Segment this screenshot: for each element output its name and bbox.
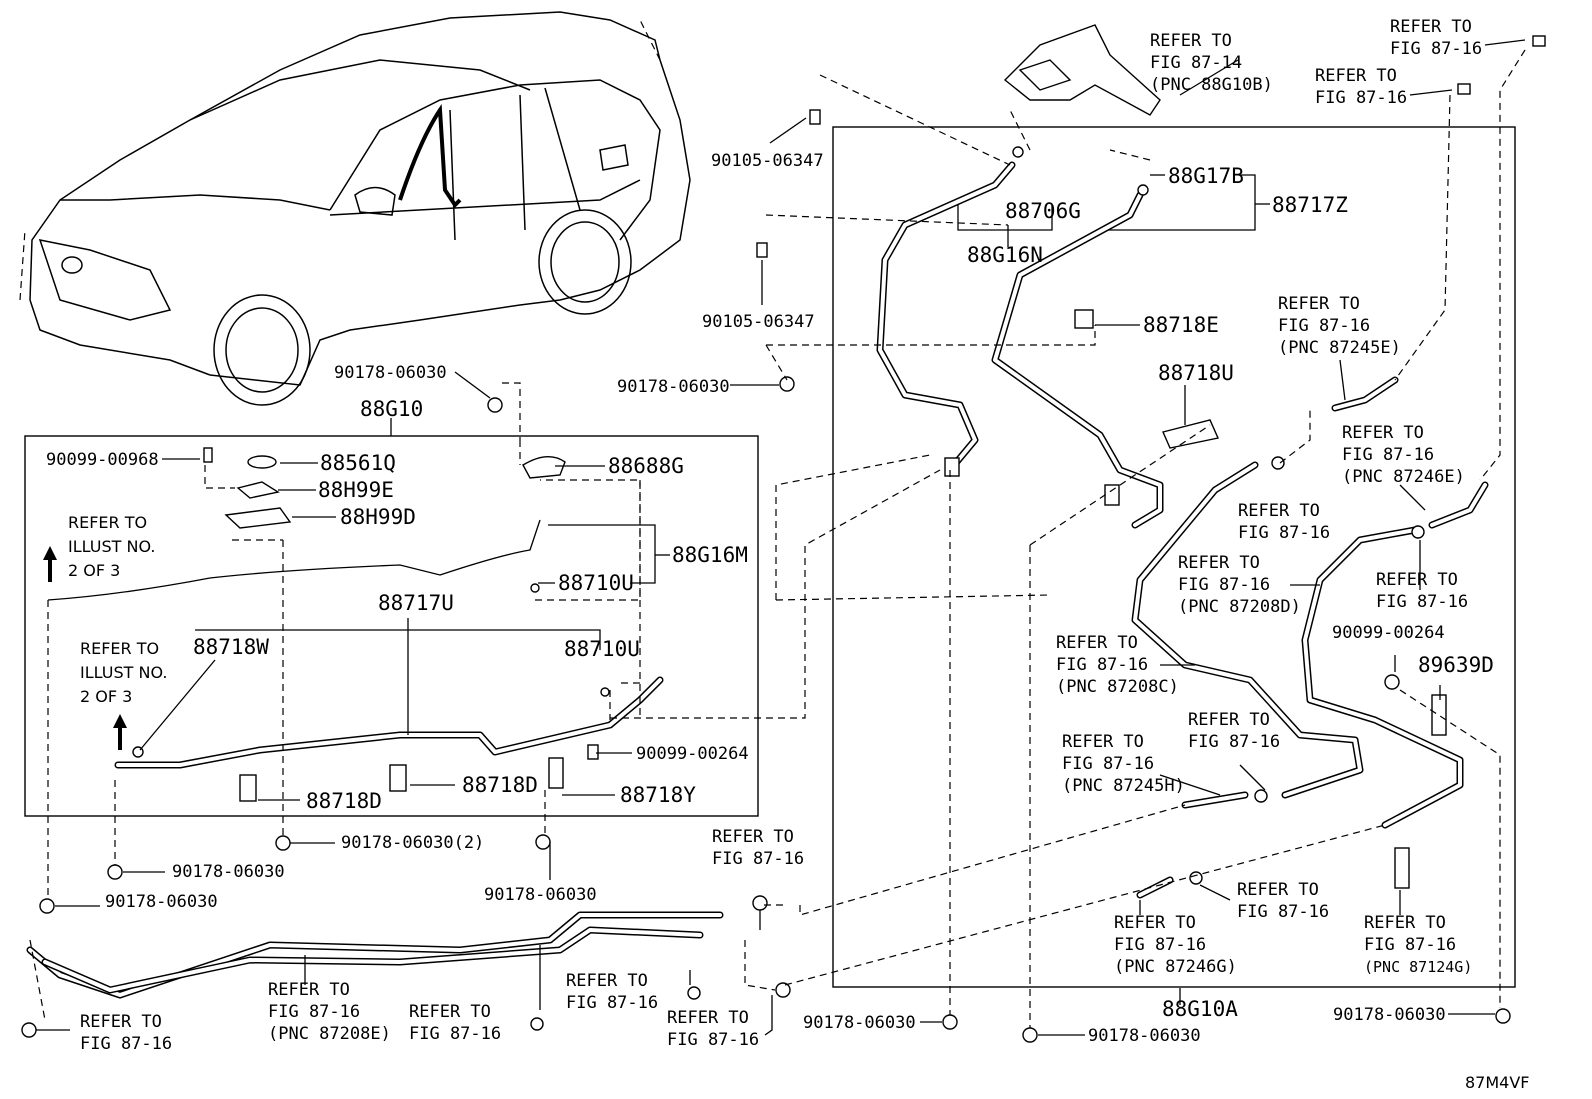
ref-illust1-line3: 2 OF 3 — [68, 561, 120, 580]
ref-87208C-line1: REFER TO — [1056, 633, 1138, 653]
ref-b3-line2: FIG 87-16 — [566, 993, 658, 1013]
ref-87245E-line3: (PNC 87245E) — [1278, 338, 1401, 358]
ref-illust1-line2: ILLUST NO. — [68, 537, 155, 556]
part-labels: 88G10 88G10A 88G16M 88G16N 88706G 88G17B… — [46, 151, 1494, 1046]
ref-tr1-line2: FIG 87-16 — [1390, 39, 1482, 59]
label-88G16M: 88G16M — [672, 543, 748, 567]
label-88706G: 88706G — [1005, 199, 1081, 223]
ref-87124G-line3: (PNC 87124G) — [1364, 958, 1472, 976]
label-88718D-a: 88718D — [306, 789, 382, 813]
ref-illust1-line1: REFER TO — [68, 513, 147, 532]
label-90178-06030-g: 90178-06030 — [803, 1013, 916, 1033]
vehicle-illustration — [19, 11, 691, 406]
label-88G17B: 88G17B — [1168, 164, 1244, 188]
ref-tr1-line1: REFER TO — [1390, 17, 1472, 37]
diagram-code: 87M4VF — [1465, 1073, 1530, 1092]
ref-r4-line1: REFER TO — [1237, 880, 1319, 900]
label-88717U: 88717U — [378, 591, 454, 615]
ref-87246G-line3: (PNC 87246G) — [1114, 957, 1237, 977]
ref-r1-line1: REFER TO — [1238, 501, 1320, 521]
ref-87246G-line1: REFER TO — [1114, 913, 1196, 933]
label-88H99E: 88H99E — [318, 478, 394, 502]
ref-87245H-line2: FIG 87-16 — [1062, 754, 1154, 774]
ref-r1-line2: FIG 87-16 — [1238, 523, 1330, 543]
ref-87208D-line1: REFER TO — [1178, 553, 1260, 573]
ref-tr2-line2: FIG 87-16 — [1315, 88, 1407, 108]
ref-illust2-line3: 2 OF 3 — [80, 687, 132, 706]
label-90178-06030-f: 90178-06030 — [484, 885, 597, 905]
label-88718E: 88718E — [1143, 313, 1219, 337]
label-90178-06030-h: 90178-06030 — [1088, 1026, 1201, 1046]
ref-87246G-line2: FIG 87-16 — [1114, 935, 1206, 955]
pipe-group — [26, 161, 1489, 999]
label-88G10: 88G10 — [360, 397, 423, 421]
ref-87208D-line2: FIG 87-16 — [1178, 575, 1270, 595]
ref-87124G-line1: REFER TO — [1364, 913, 1446, 933]
ref-b5-line2: FIG 87-16 — [80, 1034, 172, 1054]
ref-87208D-line3: (PNC 87208D) — [1178, 597, 1301, 617]
ref-87246E-line2: FIG 87-16 — [1342, 445, 1434, 465]
label-90178-06030-i: 90178-06030 — [1333, 1005, 1446, 1025]
ref-r2-line1: REFER TO — [1376, 570, 1458, 590]
small-parts — [21, 24, 1546, 1043]
label-88718Y: 88718Y — [620, 783, 696, 807]
label-90099-00968: 90099-00968 — [46, 450, 159, 470]
label-90178-06030-d: 90178-06030 — [172, 862, 285, 882]
ref-illust2-line2: ILLUST NO. — [80, 663, 167, 682]
label-89639D: 89639D — [1418, 653, 1494, 677]
ref-87245E-line2: FIG 87-16 — [1278, 316, 1370, 336]
label-88561Q: 88561Q — [320, 451, 396, 475]
label-88718W: 88718W — [193, 635, 269, 659]
label-88718U: 88718U — [1158, 361, 1234, 385]
ref-r4-line2: FIG 87-16 — [1237, 902, 1329, 922]
ref-b2-line2: FIG 87-16 — [409, 1024, 501, 1044]
ref-87245E-line1: REFER TO — [1278, 294, 1360, 314]
label-90178-06030-a: 90178-06030 — [334, 363, 447, 383]
ref-b1-line2: FIG 87-16 — [712, 849, 804, 869]
ref-r2-line2: FIG 87-16 — [1376, 592, 1468, 612]
ref-87208C-line2: FIG 87-16 — [1056, 655, 1148, 675]
ref-b1-line1: REFER TO — [712, 827, 794, 847]
label-90099-00264-b: 90099-00264 — [1332, 623, 1445, 643]
label-88717Z: 88717Z — [1272, 193, 1348, 217]
ref-87246E-line3: (PNC 87246E) — [1342, 467, 1465, 487]
ref-b4-line1: REFER TO — [667, 1008, 749, 1028]
ref-r3-line1: REFER TO — [1188, 710, 1270, 730]
label-88710U-a: 88710U — [558, 571, 634, 595]
label-88710U-b: 88710U — [564, 637, 640, 661]
ref-87208E-line1: REFER TO — [268, 980, 350, 1000]
ref-87208E-line3: (PNC 87208E) — [268, 1024, 391, 1044]
ref-b3-line1: REFER TO — [566, 971, 648, 991]
ref-r3-line2: FIG 87-16 — [1188, 732, 1280, 752]
ref-87245H-line3: (PNC 87245H) — [1062, 776, 1185, 796]
ref-illust2-line1: REFER TO — [80, 639, 159, 658]
label-90105-06347-a: 90105-06347 — [711, 151, 824, 171]
ref-87124G-line2: FIG 87-16 — [1364, 935, 1456, 955]
ref-b2-line1: REFER TO — [409, 1002, 491, 1022]
ref-tr2-line1: REFER TO — [1315, 66, 1397, 86]
ref-88G10B-line1: REFER TO — [1150, 31, 1232, 51]
label-88G10A: 88G10A — [1162, 997, 1238, 1021]
subassembly-box-88G10A — [832, 126, 1516, 988]
label-88H99D: 88H99D — [340, 505, 416, 529]
reference-callouts: REFER TO FIG 87-14 (PNC 88G10B) REFER TO… — [68, 17, 1530, 1092]
ref-b5-line1: REFER TO — [80, 1012, 162, 1032]
label-88688G: 88688G — [608, 454, 684, 478]
leader-lines — [29, 39, 1526, 1036]
ref-88G10B-line3: (PNC 88G10B) — [1150, 75, 1273, 95]
ref-b4-line2: FIG 87-16 — [667, 1030, 759, 1050]
label-90178-06030-e: 90178-06030 — [105, 892, 218, 912]
ref-87245H-line1: REFER TO — [1062, 732, 1144, 752]
label-88G16N: 88G16N — [967, 243, 1043, 267]
ref-87208C-line3: (PNC 87208C) — [1056, 677, 1179, 697]
label-90178-06030-c: 90178-06030(2) — [341, 833, 484, 853]
ref-87246E-line1: REFER TO — [1342, 423, 1424, 443]
ref-88G10B-line2: FIG 87-14 — [1150, 53, 1242, 73]
label-90178-06030-b: 90178-06030 — [617, 377, 730, 397]
label-90105-06347-b: 90105-06347 — [702, 312, 815, 332]
label-88718D-b: 88718D — [462, 773, 538, 797]
ref-87208E-line2: FIG 87-16 — [268, 1002, 360, 1022]
label-90099-00264-a: 90099-00264 — [636, 744, 749, 764]
